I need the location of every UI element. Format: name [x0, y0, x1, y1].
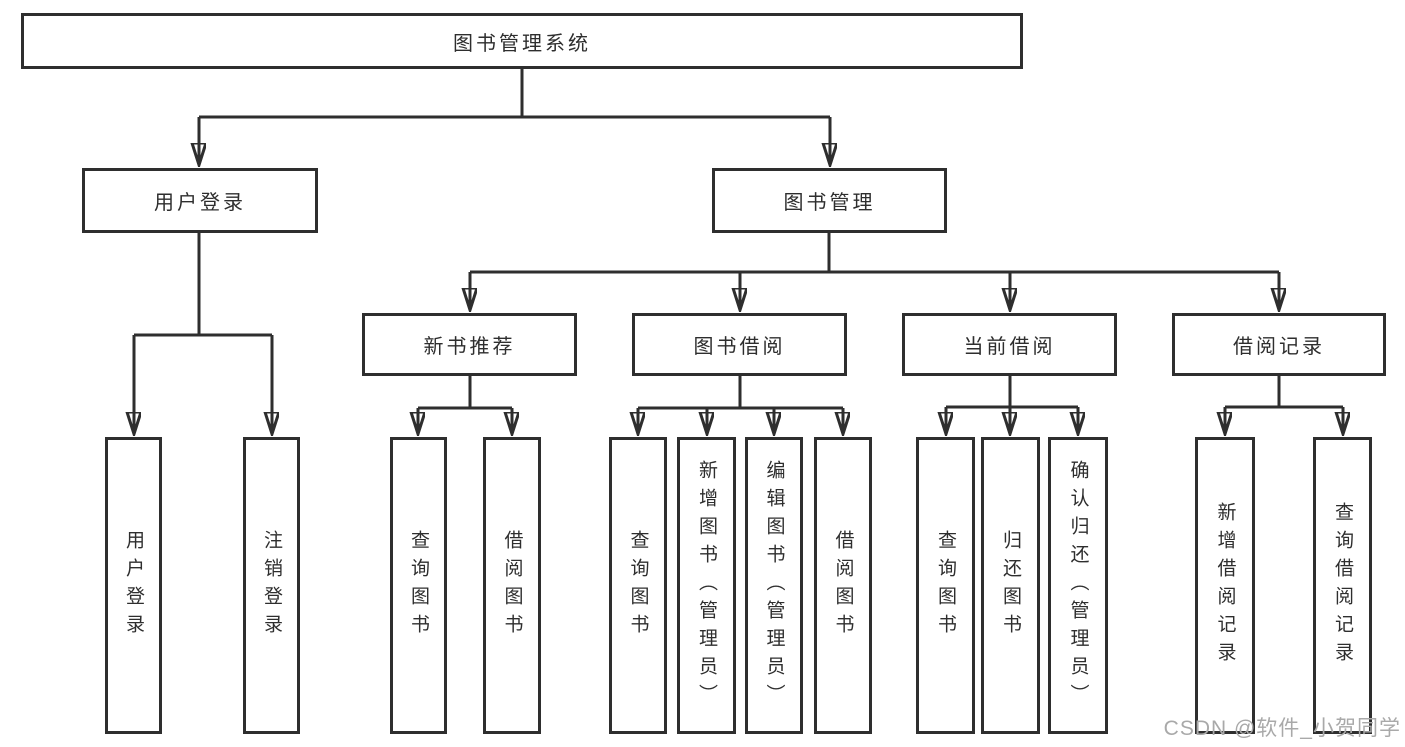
- leaf-return-book: 归还图书: [981, 437, 1040, 734]
- node-current-borrow-label: 当前借阅: [963, 336, 1056, 358]
- node-book-borrow: 图书借阅: [632, 313, 847, 376]
- node-new-book-recommend: 新书推荐: [362, 313, 577, 376]
- leaf-logout-login-label: 注销登录: [261, 529, 282, 642]
- leaf-confirm-return-admin: 确认归还（管理员）: [1048, 437, 1108, 734]
- leaf-add-borrow-record-label: 新增借阅记录: [1214, 501, 1236, 670]
- node-book-management-label: 图书管理: [783, 192, 876, 214]
- leaf-borrow-query-books-label: 查询图书: [627, 529, 649, 642]
- node-root-system-label: 图书管理系统: [453, 32, 591, 55]
- leaf-add-book-admin: 新增图书（管理员）: [677, 437, 736, 734]
- leaf-edit-book-admin: 编辑图书（管理员）: [745, 437, 803, 734]
- leaf-add-book-admin-label: 新增图书（管理员）: [696, 459, 717, 712]
- node-book-borrow-label: 图书借阅: [693, 336, 786, 358]
- connector-book-borrow-to-leaves: [638, 376, 843, 433]
- leaf-recommend-borrow-books: 借阅图书: [483, 437, 541, 734]
- leaf-query-borrow-record-label: 查询借阅记录: [1332, 501, 1353, 670]
- leaf-borrow-book-label: 借阅图书: [832, 529, 854, 642]
- node-book-management: 图书管理: [712, 168, 947, 233]
- node-borrow-records-label: 借阅记录: [1233, 336, 1325, 358]
- connector-current-borrow-to-leaves: [946, 376, 1078, 433]
- node-current-borrow: 当前借阅: [902, 313, 1117, 376]
- leaf-recommend-query-books-label: 查询图书: [408, 529, 429, 642]
- leaf-borrow-query-books: 查询图书: [609, 437, 667, 734]
- connector-new-book-to-leaves: [418, 376, 512, 433]
- leaf-add-borrow-record: 新增借阅记录: [1195, 437, 1255, 734]
- node-user-login-label: 用户登录: [154, 192, 246, 214]
- leaf-return-book-label: 归还图书: [1000, 529, 1021, 642]
- node-new-book-recommend-label: 新书推荐: [423, 336, 516, 358]
- leaf-borrow-book: 借阅图书: [814, 437, 872, 734]
- node-root-system: 图书管理系统: [21, 13, 1023, 69]
- leaf-current-query-books: 查询图书: [916, 437, 975, 734]
- leaf-edit-book-admin-label: 编辑图书（管理员）: [763, 459, 785, 712]
- connector-borrow-records-to-leaves: [1225, 376, 1343, 433]
- leaf-user-login: 用户登录: [105, 437, 162, 734]
- leaf-logout-login: 注销登录: [243, 437, 300, 734]
- leaf-query-borrow-record: 查询借阅记录: [1313, 437, 1372, 734]
- leaf-user-login-label: 用户登录: [123, 529, 144, 642]
- connector-root-to-level2: [199, 69, 830, 164]
- node-borrow-records: 借阅记录: [1172, 313, 1386, 376]
- leaf-confirm-return-admin-label: 确认归还（管理员）: [1067, 459, 1089, 712]
- leaf-recommend-query-books: 查询图书: [390, 437, 447, 734]
- node-user-login: 用户登录: [82, 168, 318, 233]
- connector-book-management-to-level3: [470, 233, 1279, 309]
- connector-user-login-to-leaves: [134, 233, 272, 433]
- leaf-current-query-books-label: 查询图书: [935, 529, 956, 642]
- leaf-recommend-borrow-books-label: 借阅图书: [501, 529, 523, 642]
